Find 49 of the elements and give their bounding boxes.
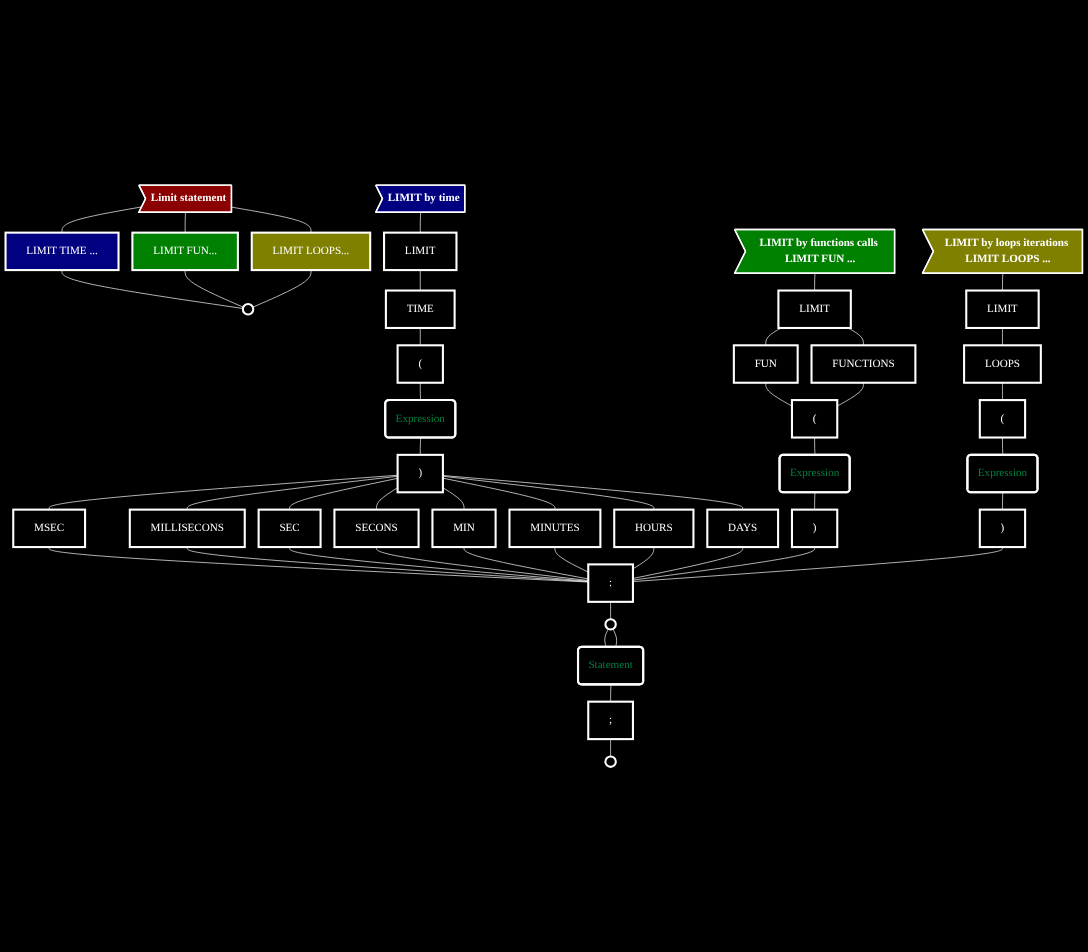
connector [48,546,589,583]
connector [1002,437,1004,456]
connector [1002,327,1003,346]
connector [442,475,655,510]
connector [610,601,611,620]
connector [419,437,421,456]
node-circle [604,618,617,631]
connector [610,738,611,757]
connector [419,327,421,346]
node-circle [604,755,617,768]
connector [765,382,793,407]
connector [48,474,398,510]
connector [765,327,782,346]
node-circle [241,303,255,316]
connector [442,475,744,510]
connector [289,477,398,510]
connector [419,212,421,233]
connector [610,684,612,703]
connector [442,487,465,510]
connector [632,546,655,570]
connector [252,269,312,308]
connector [604,628,609,648]
connector [442,477,556,510]
connector [231,206,312,233]
connector [632,546,815,581]
connector [376,487,398,510]
connector [419,382,421,401]
connector [186,546,589,582]
connector [554,546,589,573]
connector [632,546,744,579]
connector [814,492,816,510]
connector [184,212,186,233]
connector [632,546,1003,582]
connector [289,546,589,582]
connector [847,327,864,346]
connector [376,546,589,581]
connector [61,269,244,309]
connector [1002,492,1004,510]
connector [612,628,617,648]
connector [419,269,421,291]
connector [184,269,244,308]
connector [836,382,864,407]
connector [1002,273,1004,291]
connector [463,546,589,580]
connector [814,437,816,456]
connector [61,206,143,233]
connector [814,273,816,291]
connector [186,475,398,510]
connector [1002,382,1003,401]
